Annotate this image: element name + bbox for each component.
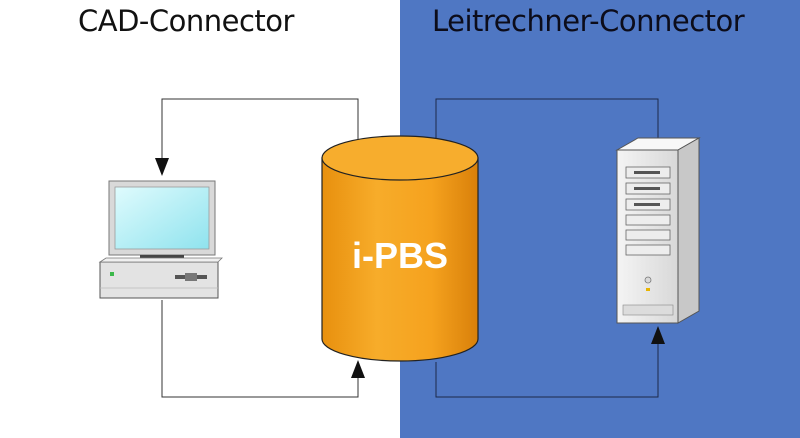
workstation-to-database-line [161, 300, 359, 398]
cad-to-workstation-line [161, 98, 359, 160]
database-cylinder-icon [321, 135, 479, 362]
leitrechner-connector-lines [435, 98, 659, 398]
database-label: i-PBS [352, 235, 448, 276]
server-arrow-up [651, 326, 665, 344]
database-to-server-line [435, 342, 659, 398]
cad-connector-title: CAD-Connector [78, 4, 294, 38]
database-arrow-up-left [351, 360, 365, 378]
cad-connector-lines [161, 98, 359, 398]
desktop-computer-icon [98, 180, 223, 299]
workstation-arrow-down [155, 158, 169, 176]
tower-server-icon [615, 137, 701, 324]
server-to-database-line [435, 98, 659, 150]
leitrechner-connector-title: Leitrechner-Connector [432, 4, 745, 38]
